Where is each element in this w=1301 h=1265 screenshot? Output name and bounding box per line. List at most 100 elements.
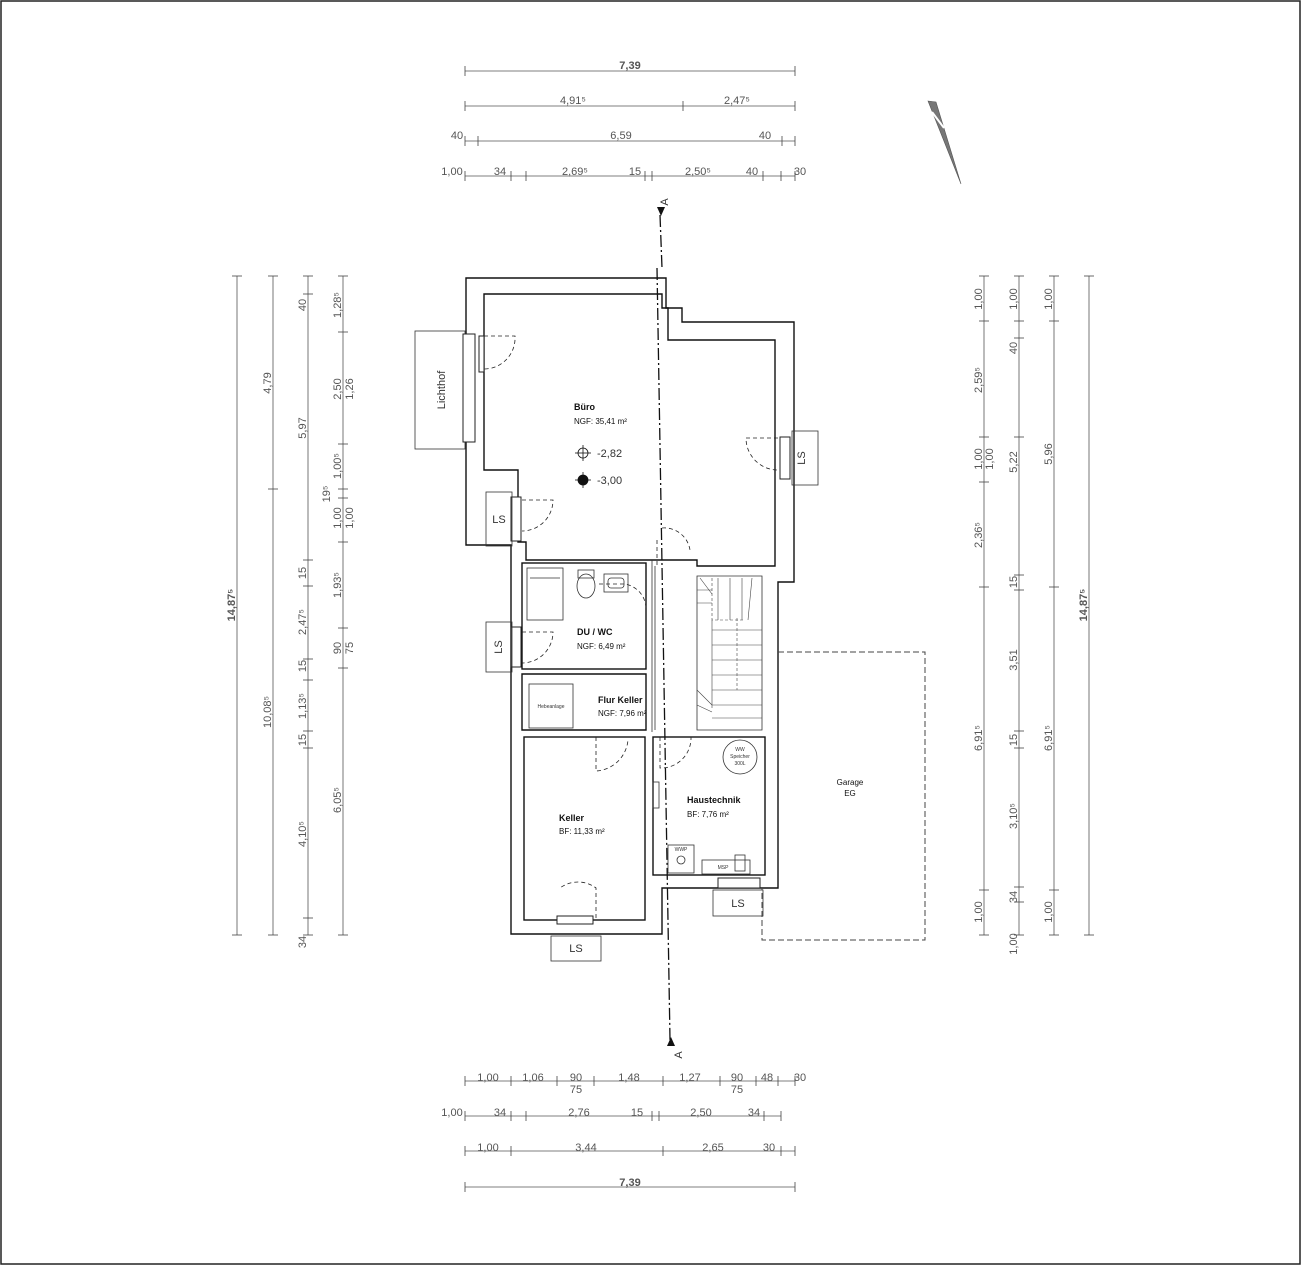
dim-right-c2-3: 1,00 xyxy=(984,448,996,469)
dim-left-c4-6: 1,00 xyxy=(332,507,344,528)
section-line xyxy=(656,267,671,1041)
hebeanlage-label: Hebeanlage xyxy=(538,704,565,710)
dim-left-c3-8: 4,10⁵ xyxy=(297,821,309,847)
dim-bot-r3-3: 2,65 xyxy=(702,1142,723,1154)
level-bottom-value: -3,00 xyxy=(597,475,622,487)
ls-label-4: LS xyxy=(569,943,582,955)
room-keller-area: BF: 11,33 m² xyxy=(559,827,605,836)
doors xyxy=(483,335,779,918)
dim-bot-r1-2: 1,06 xyxy=(522,1072,543,1084)
capacity-label: 300L xyxy=(734,761,745,767)
dim-right-c2-2: 40 xyxy=(1008,342,1020,354)
dim-right-c2-1: 1,00 xyxy=(1008,288,1020,309)
room-buero-area: NGF: 35,41 m² xyxy=(574,417,627,426)
dim-left-c4-9: 90 xyxy=(332,642,344,654)
outer-wall xyxy=(465,277,795,935)
dim-top-r4-6: 40 xyxy=(746,166,758,178)
dim-bot-r1-6: 90 xyxy=(731,1072,743,1084)
dim-right-c3-4: 1,00 xyxy=(1043,901,1055,922)
dim-top-r3-3: 40 xyxy=(759,130,771,142)
garage-outline xyxy=(761,651,926,941)
duwc-wall xyxy=(521,562,647,670)
dim-left-c3-7: 15 xyxy=(297,734,309,746)
dim-left-c3-5: 15 xyxy=(297,660,309,672)
dim-left-c2-2: 10,08⁵ xyxy=(262,696,274,728)
dim-top-total: 7,39 xyxy=(619,60,640,72)
dim-bot-r2-2: 34 xyxy=(494,1107,506,1119)
dim-right-c2-4: 5,22 xyxy=(1008,451,1020,472)
ww-label: WW xyxy=(735,747,745,753)
dim-bot-r1-8: 30 xyxy=(794,1072,806,1084)
ls-label-3: LS xyxy=(796,451,808,464)
hebeanlage-box xyxy=(528,683,574,729)
ls-label-1: LS xyxy=(492,514,505,526)
dim-left-c4-1: 1,28⁵ xyxy=(332,292,344,318)
dim-bot-r3-2: 3,44 xyxy=(575,1142,596,1154)
right-dimensions: 1,00 2,59⁵ 1,00 2,36⁵ 6,91⁵ 1,00 1,00 40… xyxy=(973,275,1094,955)
room-flur-area: NGF: 7,96 m² xyxy=(598,709,647,718)
msp-label: MSP xyxy=(718,865,730,871)
dim-bot-r1-3: 90 xyxy=(570,1072,582,1084)
dim-right-total: 14,87⁵ xyxy=(1078,589,1090,622)
level-top-value: -2,82 xyxy=(597,448,622,460)
dim-left-c4-4: 1,00⁵ xyxy=(332,453,344,479)
speicher-label: Speicher xyxy=(730,754,750,760)
dim-right-c1-5: 6,91⁵ xyxy=(973,725,985,751)
dim-right-c1-6: 1,00 xyxy=(973,901,985,922)
dim-right-c2-6: 3,51 xyxy=(1008,649,1020,670)
room-duwc-area: NGF: 6,49 m² xyxy=(577,642,626,651)
top-dimensions: 7,39 4,91⁵ 2,47⁵ 40 6,59 40 1,00 34 2,69… xyxy=(441,60,806,181)
dim-left-c3-9: 34 xyxy=(297,936,309,948)
section-label-bottom: A xyxy=(673,1051,685,1059)
dim-top-r4-2: 34 xyxy=(494,166,506,178)
room-buero-name: Büro xyxy=(574,402,595,412)
dim-bot-r3-4: 30 xyxy=(763,1142,775,1154)
dim-left-c4-11: 6,05⁵ xyxy=(332,787,344,813)
dim-top-r4-1: 1,00 xyxy=(441,166,462,178)
dim-right-c2-5: 15 xyxy=(1008,576,1020,588)
stair-outline xyxy=(696,575,763,731)
dim-right-c2-10: 1,00 xyxy=(1008,933,1020,954)
dim-right-c3-2: 5,96 xyxy=(1043,443,1055,464)
dim-top-r3-2: 6,59 xyxy=(610,130,631,142)
msp-box xyxy=(701,859,751,875)
dim-bot-r1-4: 1,48 xyxy=(618,1072,639,1084)
dim-top-r4-3: 2,69⁵ xyxy=(562,166,588,178)
dim-top-r3-1: 40 xyxy=(451,130,463,142)
dim-bot-r1-7: 48 xyxy=(761,1072,773,1084)
dim-bot-r1b-2: 75 xyxy=(731,1084,743,1096)
dim-top-r4-4: 15 xyxy=(629,166,641,178)
dim-bot-r1-1: 1,00 xyxy=(477,1072,498,1084)
dim-left-c3-2: 5,97 xyxy=(297,417,309,438)
dim-bot-r2-6: 34 xyxy=(748,1107,760,1119)
dim-top-r4-5: 2,50⁵ xyxy=(685,166,711,178)
ls-label-2: LS xyxy=(493,640,505,653)
dim-right-c1-3: 1,00 xyxy=(973,448,985,469)
dim-bot-r2-4: 15 xyxy=(631,1107,643,1119)
dim-top-r4-7: 30 xyxy=(794,166,806,178)
dim-right-c3-3: 6,91⁵ xyxy=(1043,725,1055,751)
dim-top-r2-1: 4,91⁵ xyxy=(560,95,586,107)
light-shafts: LS LS LS LS LS xyxy=(485,430,819,962)
dim-left-c3-1: 40 xyxy=(297,299,309,311)
bathroom-fixtures xyxy=(526,567,629,621)
bottom-dimensions: 1,00 1,06 90 1,48 1,27 90 48 30 75 75 1,… xyxy=(441,1072,806,1192)
room-haustechnik-area: BF: 7,76 m² xyxy=(687,810,729,819)
section-arrow-top-icon xyxy=(657,207,665,216)
wwp-label: WWP xyxy=(675,847,688,853)
dim-top-r2-2: 2,47⁵ xyxy=(724,95,750,107)
left-dimensions: 14,87⁵ 4,79 10,08⁵ 40 5,97 15 2,47⁵ 15 1… xyxy=(226,275,356,948)
shower-icon xyxy=(526,567,564,621)
dim-bot-r2-1: 1,00 xyxy=(441,1107,462,1119)
dim-bot-r1b-1: 75 xyxy=(570,1084,582,1096)
dim-right-c1-4: 2,36⁵ xyxy=(973,522,985,548)
garage-label-1: Garage xyxy=(837,778,864,787)
section-arrow-bottom-icon xyxy=(667,1037,675,1046)
section-label-top: A xyxy=(659,198,671,206)
dim-left-c2-1: 4,79 xyxy=(262,372,274,393)
dim-bot-r1-5: 1,27 xyxy=(679,1072,700,1084)
dim-bot-r2-3: 2,76 xyxy=(568,1107,589,1119)
